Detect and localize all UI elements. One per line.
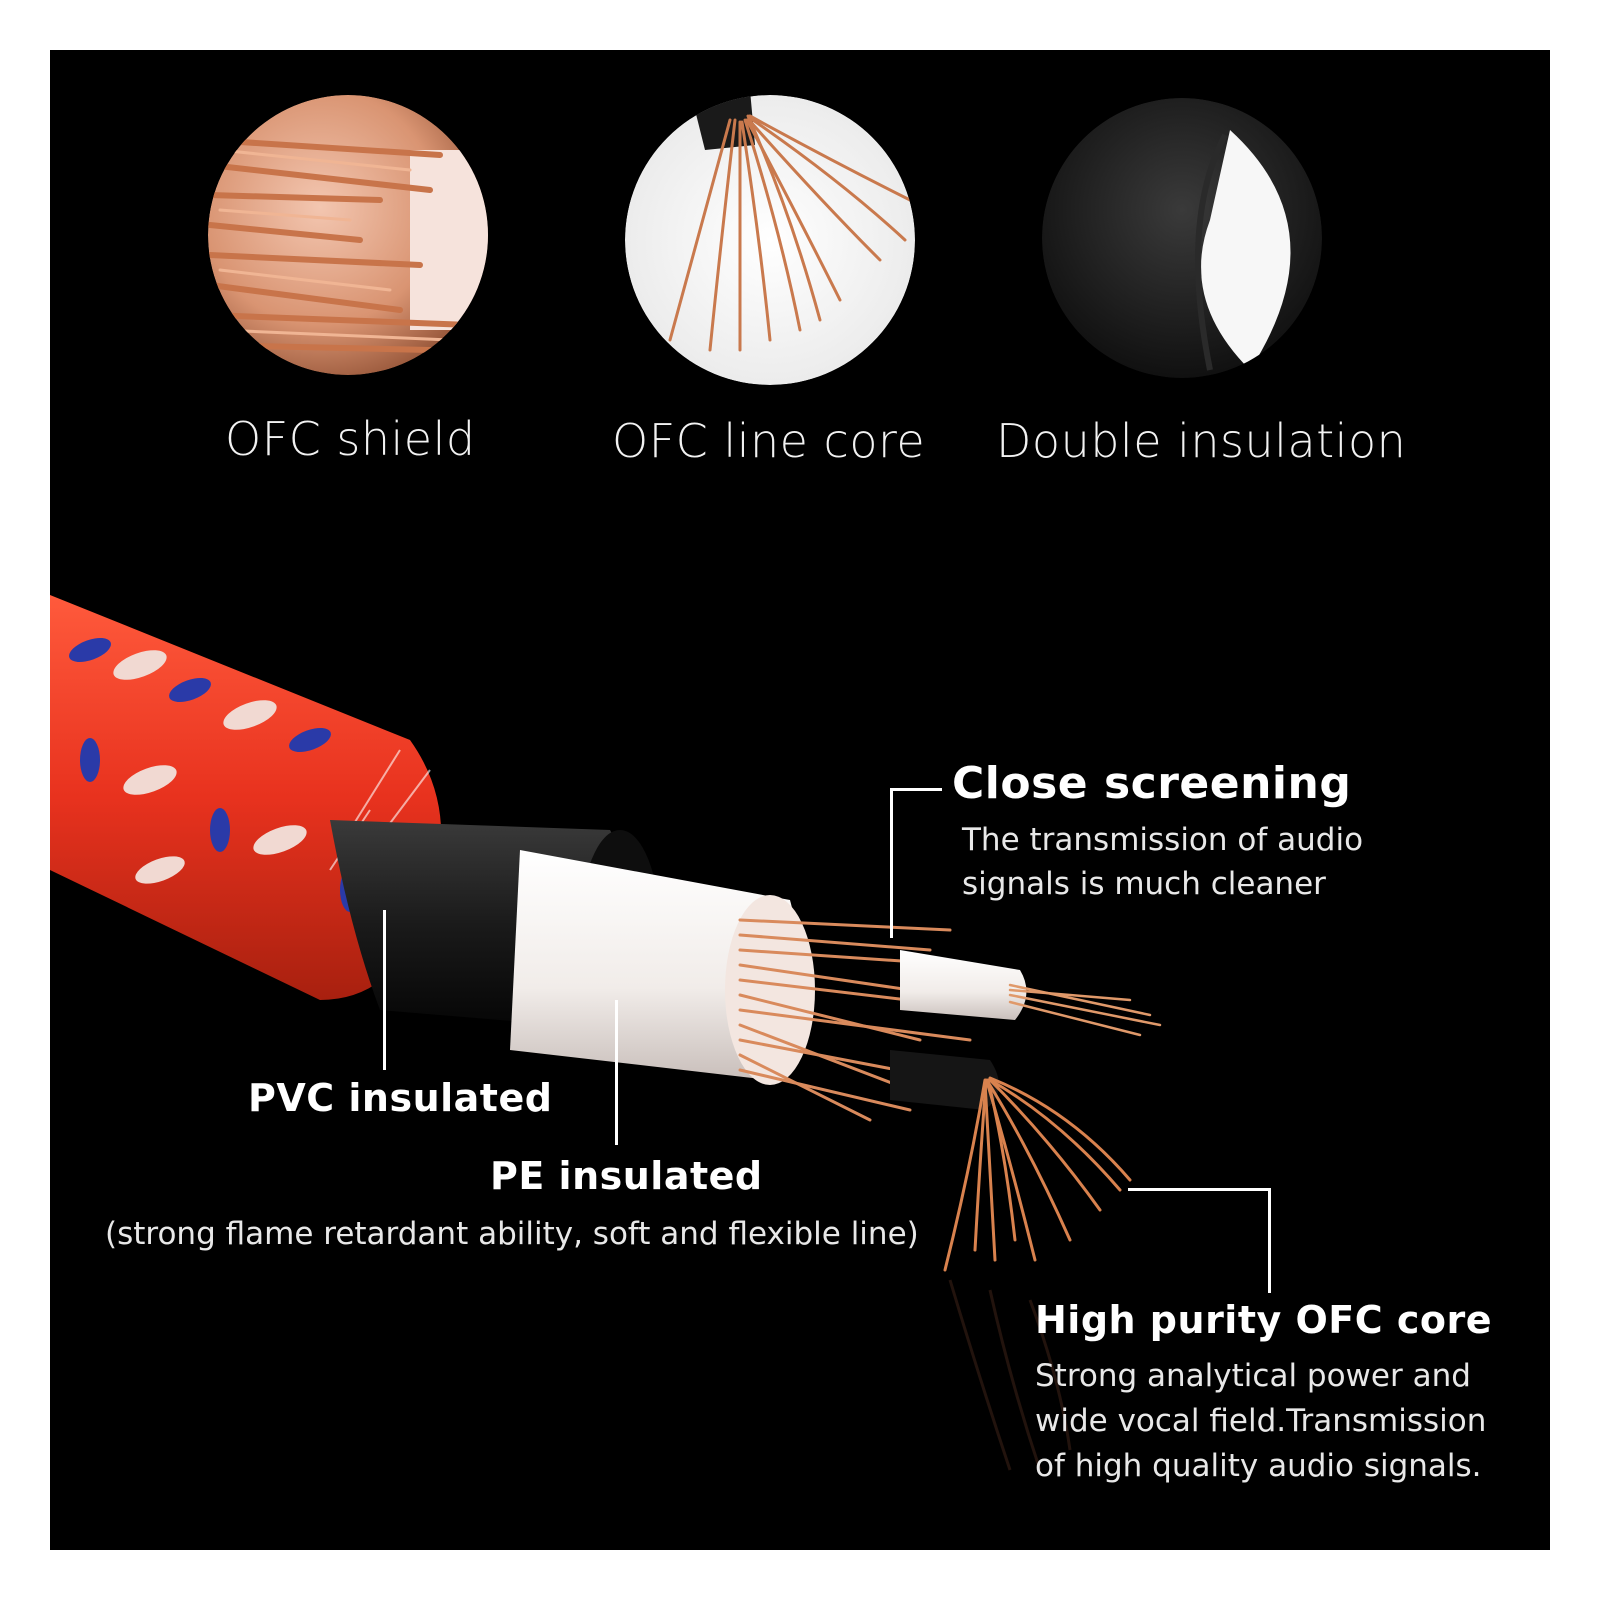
close-screening-leader-v bbox=[890, 788, 893, 938]
ofc-shield-thumbnail bbox=[208, 95, 488, 375]
ofc-core-strands bbox=[943, 1076, 1132, 1272]
pvc-insulated-title: PVC insulated bbox=[248, 1076, 553, 1120]
product-image-panel: OFC shield OFC line core Double insulati… bbox=[50, 50, 1550, 1550]
ofc-core-text-1: Strong analytical power and bbox=[1035, 1358, 1471, 1394]
double-insulation-label: Double insulation bbox=[996, 414, 1407, 468]
ofc-core-leader-v bbox=[1268, 1188, 1271, 1293]
close-screening-leader-h bbox=[890, 788, 942, 791]
ofc-line-core-label: OFC line core bbox=[612, 414, 926, 468]
close-screening-title: Close screening bbox=[952, 758, 1352, 809]
close-screening-text-2: signals is much cleaner bbox=[962, 866, 1326, 902]
ofc-core-leader-h bbox=[1128, 1188, 1270, 1191]
pvc-leader bbox=[383, 910, 386, 1070]
ofc-line-core-thumbnail bbox=[625, 95, 915, 385]
pe-insulated-title: PE insulated bbox=[490, 1154, 763, 1198]
double-insulation-thumbnail bbox=[1042, 98, 1322, 378]
cable-illustration bbox=[50, 95, 1322, 1471]
ofc-core-text-3: of high quality audio signals. bbox=[1035, 1448, 1482, 1484]
pe-leader bbox=[615, 1000, 618, 1145]
ofc-core-text-2: wide vocal field.Transmission bbox=[1035, 1403, 1487, 1439]
pe-insulated-note: (strong flame retardant ability, soft an… bbox=[105, 1216, 919, 1252]
ofc-core-title: High purity OFC core bbox=[1035, 1298, 1493, 1342]
close-screening-text-1: The transmission of audio bbox=[962, 822, 1364, 858]
ofc-shield-label: OFC shield bbox=[225, 412, 476, 466]
